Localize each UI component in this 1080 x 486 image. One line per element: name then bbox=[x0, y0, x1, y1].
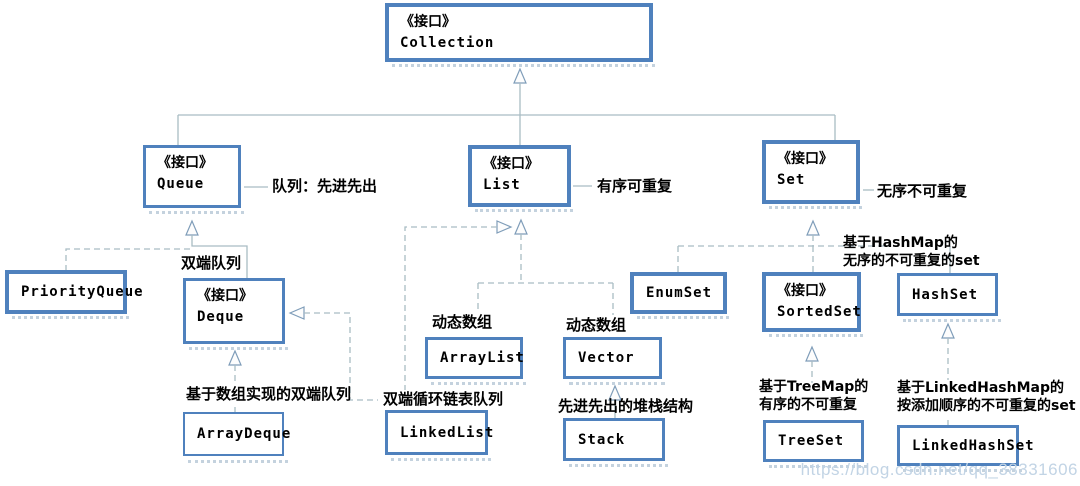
linkedlist-to-list-line bbox=[404, 226, 497, 390]
queue-to-priorityqueue-line bbox=[65, 248, 190, 271]
stereotype-label: 《接口》 bbox=[197, 288, 253, 304]
class-name-label: Queue bbox=[157, 176, 205, 192]
class-box-linkedhashset: LinkedHashSet bbox=[897, 425, 1034, 472]
vector-note: 动态数组 bbox=[566, 316, 626, 335]
class-name-label: List bbox=[483, 177, 521, 193]
inherit-arrow-hashset bbox=[941, 322, 955, 339]
linkedhashset-note: 基于LinkedHashMap的按添加顺序的不可重复的set bbox=[897, 379, 1076, 415]
class-box-arraydeque: ArrayDeque bbox=[183, 412, 290, 463]
class-box-hashset: HashSet bbox=[897, 273, 1001, 322]
note-line: 基于LinkedHashMap的 bbox=[897, 380, 1065, 396]
note-line: 无序不可重复 bbox=[877, 182, 968, 200]
set-note: 无序不可重复 bbox=[877, 182, 967, 201]
inherit-arrow-list-left bbox=[496, 220, 513, 234]
class-name-label: Collection bbox=[400, 35, 495, 51]
queue-to-deque-line bbox=[191, 235, 248, 279]
inherit-arrow-set bbox=[806, 219, 820, 236]
class-box-list: 《接口》 List bbox=[468, 145, 573, 212]
stereotype-label: 《接口》 bbox=[400, 14, 456, 30]
note-line: 按添加顺序的不可重复的set bbox=[897, 398, 1076, 414]
note-line: 有序可重复 bbox=[597, 177, 673, 195]
note-line: 双端循环链表队列 bbox=[383, 390, 504, 408]
stack-note: 先进先出的堆栈结构 bbox=[558, 397, 693, 416]
inherit-arrow-deque bbox=[228, 349, 242, 366]
class-name-label: SortedSet bbox=[777, 304, 862, 320]
inherit-arrow-queue bbox=[185, 219, 199, 236]
inherit-arrow-deque-right bbox=[288, 306, 305, 320]
class-box-deque: 《接口》 Deque bbox=[183, 278, 288, 350]
list-note: 有序可重复 bbox=[597, 177, 672, 196]
note-line: 双端队列 bbox=[181, 254, 242, 272]
class-box-linkedlist: LinkedList bbox=[385, 410, 493, 461]
stereotype-label: 《接口》 bbox=[777, 151, 833, 167]
arraydeque-note: 基于数组实现的双端队列 bbox=[186, 385, 351, 404]
class-name-label: Deque bbox=[197, 309, 245, 325]
class-name-label: LinkedHashSet bbox=[912, 437, 1035, 454]
class-name-label: Vector bbox=[578, 350, 635, 366]
class-name-label: PriorityQueue bbox=[21, 284, 144, 300]
treeset-note: 基于TreeMap的有序的不可重复 bbox=[759, 378, 868, 414]
hashset-note: 基于HashMap的无序的不可重复的set bbox=[843, 234, 980, 270]
queue-note: 队列：先进先出 bbox=[272, 177, 377, 196]
class-name-label: Stack bbox=[578, 431, 626, 448]
class-box-set: 《接口》 Set bbox=[762, 140, 862, 209]
watermark: https://blog.csdn.net/qq_38331606 bbox=[800, 460, 1078, 479]
class-box-collection: 《接口》 Collection bbox=[385, 3, 655, 67]
class-box-treeset: TreeSet bbox=[763, 420, 867, 468]
class-name-label: EnumSet bbox=[646, 285, 713, 301]
inherit-arrow-sortedset bbox=[805, 345, 819, 362]
class-name-label: LinkedList bbox=[400, 424, 495, 441]
stereotype-label: 《接口》 bbox=[777, 283, 833, 299]
note-line: 先进先出的堆栈结构 bbox=[558, 397, 694, 415]
inherit-arrow-list bbox=[514, 218, 528, 235]
class-box-sortedset: 《接口》 SortedSet bbox=[762, 272, 863, 337]
class-name-label: ArrayDeque bbox=[197, 426, 292, 442]
note-line: 基于TreeMap的 bbox=[759, 379, 869, 395]
linkedlist-note: 双端循环链表队列 bbox=[383, 390, 503, 409]
note-line: 队列：先进先出 bbox=[272, 177, 378, 195]
deque-note: 双端队列 bbox=[181, 254, 241, 273]
linkedlist-to-deque-line bbox=[304, 312, 378, 401]
arraylist-note: 动态数组 bbox=[432, 313, 492, 332]
class-name-label: TreeSet bbox=[778, 433, 845, 449]
note-line: 基于HashMap的 bbox=[843, 235, 958, 251]
class-box-enumset: EnumSet bbox=[630, 272, 729, 319]
stereotype-label: 《接口》 bbox=[157, 155, 213, 171]
note-line: 基于数组实现的双端队列 bbox=[186, 385, 352, 403]
stereotype-label: 《接口》 bbox=[483, 156, 539, 172]
class-box-priorityqueue: PriorityQueue bbox=[5, 270, 143, 319]
class-box-vector: Vector bbox=[563, 337, 665, 385]
class-name-label: ArrayList bbox=[440, 350, 525, 366]
note-line: 有序的不可重复 bbox=[759, 397, 857, 413]
note-line: 动态数组 bbox=[566, 316, 627, 334]
class-box-stack: Stack bbox=[563, 418, 668, 467]
note-line: 动态数组 bbox=[432, 313, 493, 331]
class-name-label: HashSet bbox=[912, 286, 979, 303]
class-box-queue: 《接口》 Queue bbox=[143, 145, 244, 214]
class-name-label: Set bbox=[777, 172, 806, 188]
class-box-arraylist: ArrayList bbox=[425, 337, 526, 385]
inherit-arrow-collection bbox=[513, 67, 527, 84]
note-line: 无序的不可重复的set bbox=[843, 253, 980, 269]
